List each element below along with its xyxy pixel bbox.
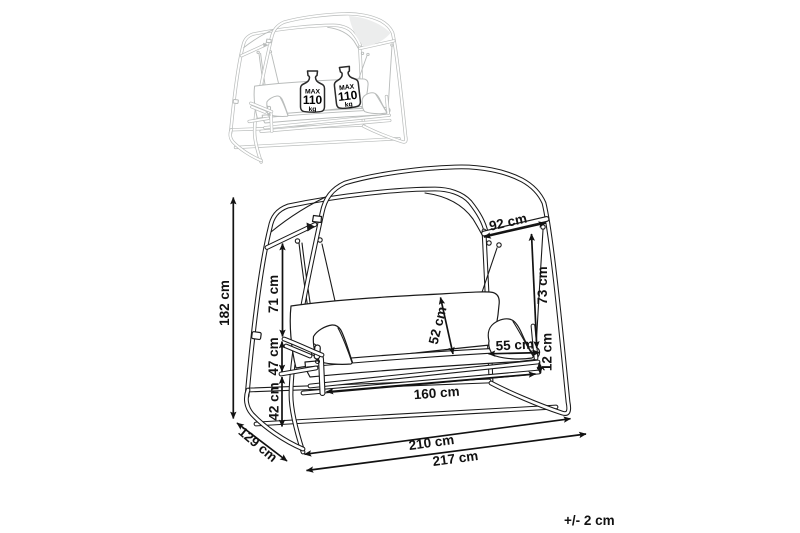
svg-text:kg: kg [309,106,317,113]
svg-text:55 cm: 55 cm [495,337,534,354]
svg-text:110: 110 [303,93,323,107]
svg-text:12 cm: 12 cm [540,333,555,371]
svg-text:MAX: MAX [305,89,321,96]
svg-text:217 cm: 217 cm [432,448,479,469]
svg-text:73 cm: 73 cm [535,266,550,304]
svg-text:182 cm: 182 cm [217,280,232,326]
svg-text:71 cm: 71 cm [266,275,281,313]
svg-text:42 cm: 42 cm [267,382,282,420]
svg-text:+/- 2 cm: +/- 2 cm [564,513,615,528]
svg-text:160 cm: 160 cm [413,384,460,403]
svg-text:210 cm: 210 cm [408,432,455,453]
svg-text:47 cm: 47 cm [266,337,281,375]
